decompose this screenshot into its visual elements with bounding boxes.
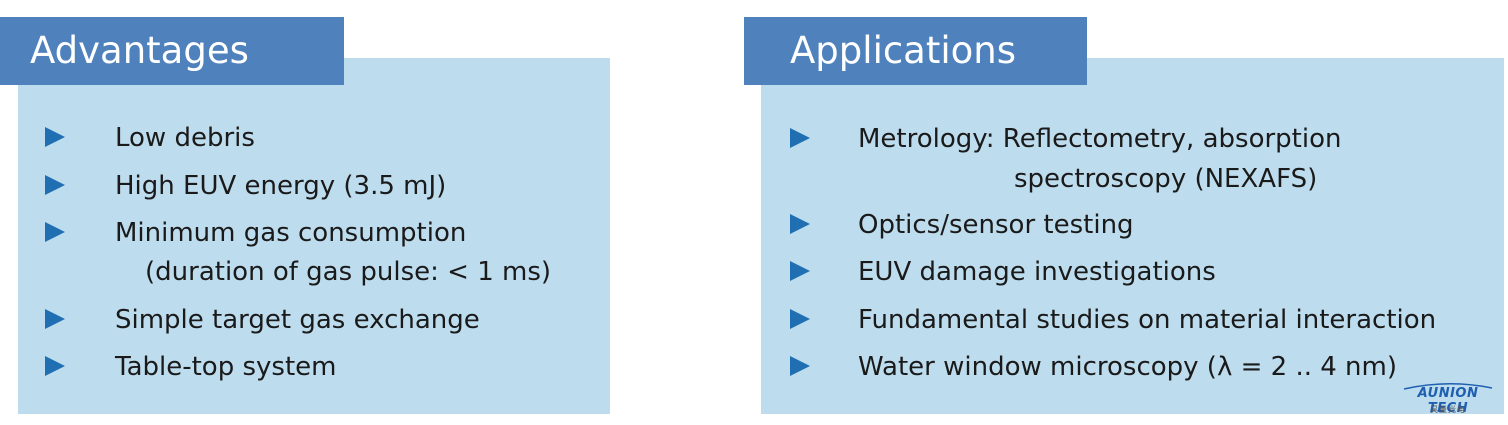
applications-heading: Applications xyxy=(744,17,1087,85)
application-item-3: EUV damage investigations xyxy=(858,257,1216,287)
bullet-arrow-icon xyxy=(790,214,810,234)
advantage-item-5: Table-top system xyxy=(115,352,337,382)
applications-panel xyxy=(761,58,1504,414)
bullet-arrow-icon xyxy=(790,128,810,148)
application-item-5: Water window microscopy (λ = 2 .. 4 nm) xyxy=(858,352,1398,382)
bullet-arrow-icon xyxy=(45,222,65,242)
advantage-item-2: High EUV energy (3.5 mJ) xyxy=(115,171,447,201)
bullet-arrow-icon xyxy=(45,356,65,376)
logo-name: AUNION TECH xyxy=(1417,386,1479,416)
logo-swoosh-icon xyxy=(1403,383,1493,390)
company-logo: AUNION TECH 昊量光电 xyxy=(1398,382,1498,420)
advantage-item-1: Low debris xyxy=(115,123,255,153)
bullet-arrow-icon xyxy=(790,261,810,281)
advantage-item-3-detail: (duration of gas pulse: < 1 ms) xyxy=(145,257,552,287)
bullet-arrow-icon xyxy=(45,127,65,147)
application-item-1: Metrology: Reflectometry, absorption xyxy=(858,124,1342,154)
logo-subtitle: 昊量光电 xyxy=(1430,405,1466,414)
application-item-1-detail: spectroscopy (NEXAFS) xyxy=(1014,164,1318,194)
advantage-item-3: Minimum gas consumption xyxy=(115,218,467,248)
bullet-arrow-icon xyxy=(790,356,810,376)
application-item-2: Optics/sensor testing xyxy=(858,210,1134,240)
advantages-panel xyxy=(18,58,610,414)
bullet-arrow-icon xyxy=(790,309,810,329)
bullet-arrow-icon xyxy=(45,309,65,329)
application-item-4: Fundamental studies on material interact… xyxy=(858,305,1437,335)
advantage-item-4: Simple target gas exchange xyxy=(115,305,480,335)
advantages-heading: Advantages xyxy=(0,17,344,85)
bullet-arrow-icon xyxy=(45,175,65,195)
